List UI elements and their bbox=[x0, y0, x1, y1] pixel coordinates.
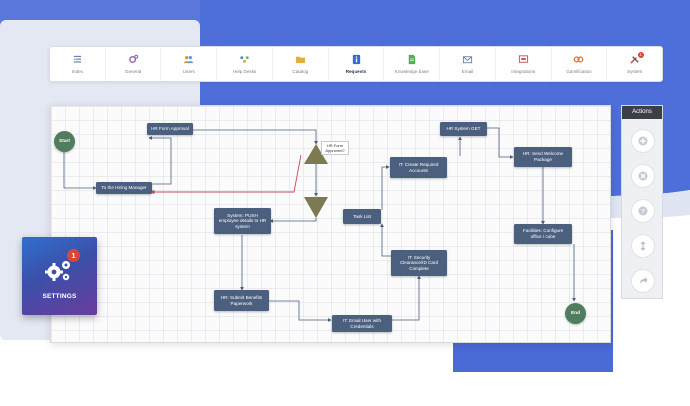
toolbar-item-requests[interactable]: Requests bbox=[329, 47, 385, 81]
node-it-security[interactable]: IT: Security Clearance/ID Card Complete bbox=[391, 250, 447, 276]
gears-icon bbox=[128, 54, 138, 63]
node-task-list[interactable]: Task List bbox=[343, 209, 381, 224]
share-icon bbox=[640, 277, 648, 284]
toolbar-item-users[interactable]: Users bbox=[161, 47, 218, 81]
actions-title: Actions bbox=[622, 106, 662, 119]
remove-icon bbox=[638, 171, 648, 181]
connector bbox=[380, 223, 391, 257]
help-icon: ? bbox=[638, 206, 648, 216]
index-icon bbox=[73, 55, 82, 63]
toolbar-item-label: General bbox=[124, 69, 142, 74]
connector bbox=[63, 152, 97, 190]
resize-vertical-button[interactable] bbox=[631, 234, 655, 258]
help-desks-icon bbox=[240, 56, 249, 63]
help-button[interactable]: ? bbox=[631, 199, 655, 223]
toolbar-item-label: Help Desks bbox=[232, 69, 257, 74]
document-icon bbox=[409, 54, 416, 65]
decision-shape bbox=[304, 144, 328, 164]
toolbar-item-general[interactable]: General bbox=[106, 47, 162, 81]
remove-button[interactable] bbox=[631, 164, 655, 188]
settings-badge: 1 bbox=[67, 249, 80, 262]
system-tools-icon bbox=[630, 56, 639, 64]
reject-connector bbox=[150, 154, 302, 195]
node-it-create-accounts[interactable]: IT: Create Required Accounts bbox=[390, 157, 447, 178]
node-hr-system-get[interactable]: HR System GET bbox=[440, 122, 487, 136]
connector bbox=[191, 129, 318, 145]
toolbar-item-label: Requests bbox=[345, 69, 367, 74]
toolbar-item-integrations[interactable]: Integrations bbox=[496, 47, 552, 81]
toolbar-item-gamification[interactable]: Gamification bbox=[552, 47, 608, 81]
workflow-canvas[interactable]: Start End HR Form Approval To the Hiring… bbox=[50, 105, 611, 343]
svg-text:?: ? bbox=[641, 208, 645, 215]
node-to-hiring-manager[interactable]: To the Hiring Manager bbox=[96, 182, 152, 194]
gamification-icon bbox=[574, 56, 584, 63]
admin-toolbar: Index General Users Help Desks Catalog R… bbox=[49, 46, 663, 82]
info-icon bbox=[352, 54, 360, 65]
node-hr-send-welcome[interactable]: HR: Send Welcome Package bbox=[514, 147, 572, 167]
toolbar-item-label: System bbox=[627, 69, 643, 74]
settings-label: SETTINGS bbox=[42, 293, 77, 300]
toolbar-item-label: Knowledge base bbox=[394, 69, 429, 74]
share-button[interactable] bbox=[631, 269, 655, 293]
node-hr-submit-benefits[interactable]: HR: Submit Benefits Paperwork bbox=[214, 290, 269, 311]
resize-vertical-icon bbox=[640, 241, 646, 251]
toolbar-item-label: Users bbox=[182, 69, 195, 74]
end-node[interactable]: End bbox=[565, 303, 586, 324]
node-facilities-configure[interactable]: Facilities: Configure office / cube bbox=[514, 224, 572, 244]
add-icon bbox=[638, 136, 648, 146]
toolbar-item-label: Index bbox=[71, 69, 83, 74]
toolbar-item-catalog[interactable]: Catalog bbox=[273, 47, 329, 81]
email-icon bbox=[462, 56, 473, 64]
settings-card[interactable]: 1 SETTINGS bbox=[22, 237, 97, 315]
folder-icon bbox=[295, 56, 305, 64]
connector bbox=[269, 300, 332, 322]
toolbar-item-email[interactable]: Email bbox=[440, 47, 496, 81]
toolbar-item-label: Catalog bbox=[292, 69, 309, 74]
toolbar-item-label: Email bbox=[461, 69, 474, 74]
toolbar-item-knowledge-base[interactable]: Knowledge base bbox=[384, 47, 441, 81]
node-system-push[interactable]: System: PUSH employee details to HR syst… bbox=[214, 208, 271, 234]
connector bbox=[381, 165, 390, 210]
add-button[interactable] bbox=[631, 129, 655, 153]
toolbar-item-label: Gamification bbox=[566, 69, 592, 74]
gears-icon bbox=[45, 261, 70, 281]
system-badge: 1 bbox=[637, 52, 644, 58]
connector bbox=[148, 136, 172, 185]
connector bbox=[269, 218, 317, 223]
connector bbox=[487, 127, 514, 159]
start-node[interactable]: Start bbox=[54, 131, 75, 152]
connector bbox=[392, 275, 421, 321]
toolbar-item-index[interactable]: Index bbox=[50, 47, 106, 81]
users-icon bbox=[184, 56, 194, 64]
toolbar-item-system[interactable]: 1 System bbox=[607, 47, 662, 81]
decision-label-hr-form-approved: HR Form Approved? bbox=[321, 141, 349, 155]
decision-shape bbox=[304, 197, 328, 218]
toolbar-item-help-desks[interactable]: Help Desks bbox=[217, 47, 273, 81]
node-hr-form-approval[interactable]: HR Form Approval bbox=[147, 123, 193, 135]
workflow-connectors bbox=[63, 127, 576, 322]
node-it-email-user[interactable]: IT: Email User with Credentials bbox=[332, 315, 392, 332]
actions-panel: Actions ? bbox=[621, 105, 663, 299]
integrations-icon bbox=[518, 55, 528, 63]
toolbar-item-label: Integrations bbox=[511, 69, 536, 74]
